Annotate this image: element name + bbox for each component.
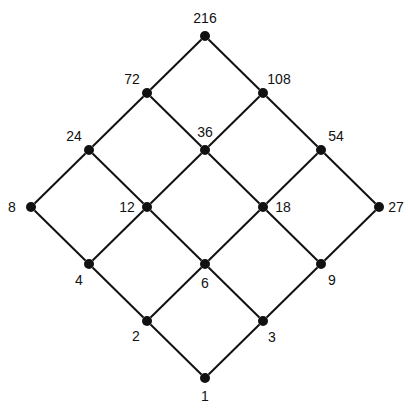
- divisor-label: 72: [123, 71, 141, 87]
- lattice-edge: [267, 97, 318, 147]
- lattice-vertex: 2: [142, 316, 152, 326]
- lattice-vertex: 36: [200, 145, 210, 155]
- lattice-vertex: 3: [258, 316, 268, 326]
- lattice-edge: [93, 268, 144, 318]
- lattice-edge: [93, 211, 144, 261]
- divisor-label: 6: [200, 275, 210, 291]
- divisor-label: 27: [387, 199, 405, 215]
- lattice-edge: [267, 268, 318, 318]
- divisor-label: 9: [327, 272, 337, 288]
- divisor-label: 36: [196, 124, 214, 140]
- lattice-vertex: 216: [200, 31, 210, 41]
- divisor-label: 24: [65, 128, 83, 144]
- lattice-edge: [209, 154, 260, 204]
- lattice-edge: [151, 97, 202, 147]
- lattice-vertex: 18: [258, 202, 268, 212]
- divisor-label: 4: [74, 272, 84, 288]
- lattice-edge: [151, 211, 202, 261]
- lattice-edge: [151, 268, 202, 318]
- lattice-vertex: 9: [316, 259, 326, 269]
- lattice-edge: [35, 154, 86, 204]
- lattice-vertex: 54: [316, 145, 326, 155]
- lattice-edge: [35, 211, 86, 261]
- lattice-vertex: 6: [200, 259, 210, 269]
- lattice-edge: [151, 154, 202, 204]
- lattice-vertex: 27: [374, 202, 384, 212]
- lattice-edge: [209, 325, 260, 375]
- lattice-edge: [93, 154, 144, 204]
- divisor-label: 216: [192, 10, 217, 26]
- divisor-label: 2: [131, 328, 141, 344]
- lattice-edge: [267, 211, 318, 261]
- divisor-label: 8: [7, 199, 17, 215]
- divisor-label: 108: [266, 71, 291, 87]
- lattice-edge: [151, 325, 202, 375]
- divisor-label: 54: [327, 128, 345, 144]
- lattice-edge: [209, 97, 260, 147]
- divisor-label: 18: [274, 199, 292, 215]
- divisor-label: 1: [200, 388, 210, 404]
- lattice-edge: [325, 211, 376, 261]
- lattice-vertex: 4: [84, 259, 94, 269]
- lattice-edge: [209, 211, 260, 261]
- divisor-label: 3: [267, 329, 277, 345]
- lattice-vertex: 8: [26, 202, 36, 212]
- lattice-edge: [325, 154, 376, 204]
- lattice-edge: [151, 40, 202, 90]
- lattice-edge: [93, 97, 144, 147]
- lattice-vertex: 72: [142, 88, 152, 98]
- lattice-vertex: 1: [200, 373, 210, 383]
- divisor-label: 12: [118, 199, 136, 215]
- lattice-vertex: 12: [142, 202, 152, 212]
- lattice-vertex: 108: [258, 88, 268, 98]
- lattice-vertex: 24: [84, 145, 94, 155]
- lattice-edge: [209, 268, 260, 318]
- lattice-edge: [209, 40, 260, 90]
- lattice-edge: [267, 154, 318, 204]
